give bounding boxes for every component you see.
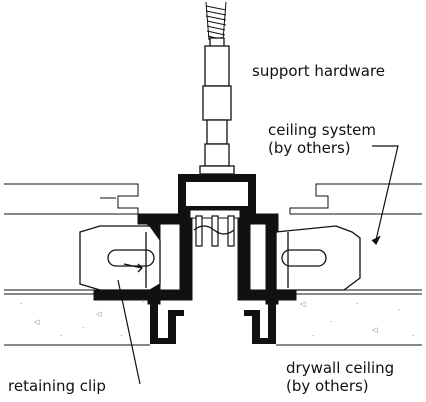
bottom-hooks [150, 304, 276, 344]
retaining-clip-text: retaining clip [8, 377, 106, 395]
retaining-clip-label: retaining clip [8, 377, 106, 395]
svg-text:◁: ◁ [34, 318, 40, 326]
svg-text:·: · [398, 306, 400, 314]
drywall-ceiling-label: drywall ceiling (by others) [286, 359, 394, 395]
svg-text:◁: ◁ [300, 300, 306, 308]
svg-text:◁: ◁ [372, 326, 378, 334]
svg-text:·: · [312, 332, 314, 340]
ceiling-panel-right [289, 183, 422, 215]
drywall-board-right [276, 289, 422, 346]
ceiling-system-note: (by others) [268, 139, 351, 157]
svg-text:·: · [142, 298, 144, 306]
drywall-stipple: ◁ · ◁ · · · · ◁ · ◁ · · · · [20, 298, 414, 340]
leader-lines [117, 145, 399, 385]
svg-text:·: · [412, 332, 414, 340]
central-channel [178, 174, 256, 247]
support-hardware-text: support hardware [252, 62, 386, 80]
threaded-rod [205, 1, 227, 41]
frame-right [237, 213, 297, 305]
svg-text:·: · [330, 318, 332, 326]
ceiling-panel-left [4, 183, 139, 215]
support-hardware-label: support hardware [252, 62, 385, 80]
svg-text:·: · [82, 324, 84, 332]
ceiling-system-label: ceiling system (by others) [268, 121, 376, 157]
retaining-clip-right [275, 225, 361, 291]
retaining-clip-left [79, 225, 161, 291]
svg-text:·: · [356, 300, 358, 308]
svg-text:◁: ◁ [96, 310, 102, 318]
support-hardware [199, 37, 235, 175]
svg-text:·: · [60, 332, 62, 340]
drywall-ceiling-text: drywall ceiling [286, 359, 395, 377]
drywall-ceiling-note: (by others) [286, 377, 369, 395]
ceiling-system-text: ceiling system [268, 121, 377, 139]
svg-text:·: · [120, 332, 122, 340]
svg-text:·: · [20, 300, 22, 308]
